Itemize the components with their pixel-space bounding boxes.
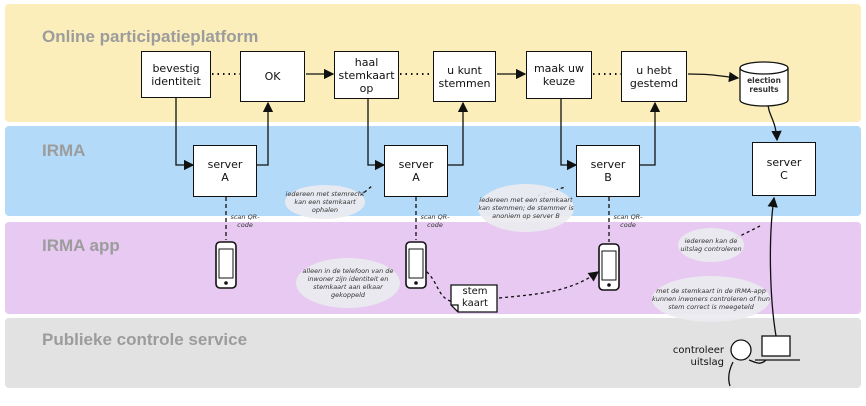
scan-label-2: scan QR-code [420,213,450,229]
note-controleren: iedereen kan de uitslag controleren [678,228,744,262]
scan-label-3: scan QR-code [613,213,643,229]
phone-icon [405,241,427,289]
server-a-2: server A [384,145,448,197]
lane-public [5,318,861,388]
stemkaart-label: stem kaart [462,286,488,309]
note-stemrecht: iedereen met stemrecht kan een stemkaart… [285,185,365,219]
lane-title-public: Publieke controle service [42,330,248,349]
server-a-1: server A [193,145,257,197]
step-maak-uw-keuze: maak uw keuze [526,51,592,99]
phone-icon [215,241,237,289]
step-haal-stemkaart-op: haal stemkaart op [334,51,399,99]
server-c: server C [752,142,816,196]
lane-title-irma-app: IRMA app [42,236,120,255]
controleer-uitslag-label: controleer uitslag [672,345,724,368]
step-u-hebt-gestemd: u hebt gestemd [621,51,687,102]
scan-label-1: scan QR-code [230,213,260,229]
step-u-kunt-stemmen: u kunt stemmen [433,51,496,102]
step-ok: OK [240,51,305,102]
note-anoniem: iedereen met een stemkaart kan stemmen; … [478,184,574,232]
lane-title-irma: IRMA [42,141,86,160]
step-bevestig-identiteit: bevestig identiteit [141,51,211,98]
lane-title-platform: Online participatieplatform [42,27,259,46]
election-results-label: election results [747,76,781,94]
note-meegeteld: met de stemkaart in de IRMA-app kunnen i… [652,276,770,322]
phone-icon [598,243,620,291]
note-telefoon: alleen in de telefoon van de inwoner zij… [296,258,400,308]
server-b: server B [576,145,640,197]
